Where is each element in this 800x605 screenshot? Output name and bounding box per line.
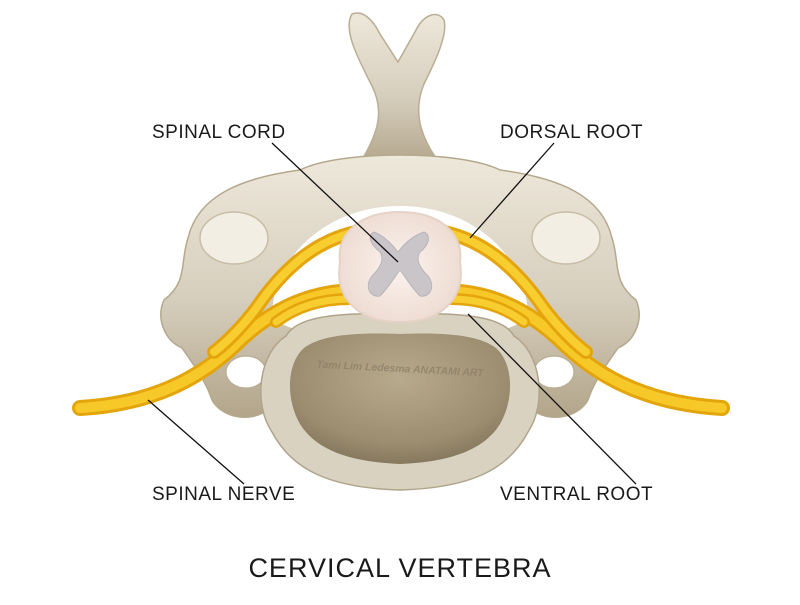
leader-lines: [147, 142, 637, 485]
spinal-nerve-leader: [147, 399, 245, 485]
gray-matter: [367, 231, 433, 297]
right-transverse-foramen: [533, 355, 575, 389]
left-transverse-foramen: [225, 355, 267, 389]
ventral-root-label: VENTRAL ROOT: [500, 484, 654, 505]
spinal-cord-label: SPINAL CORD: [152, 122, 286, 143]
spinous-process: [348, 12, 446, 167]
dorsal-root-leader: [469, 142, 555, 239]
spinal-nerve-label: SPINAL NERVE: [152, 484, 296, 505]
vertebral-body-surface: [289, 333, 511, 464]
left-articular-facet: [199, 211, 269, 265]
ventral-root-leader: [467, 313, 637, 485]
figure-title: CERVICAL VERTEBRA: [248, 553, 552, 583]
spinal-cord: [338, 210, 462, 324]
right-articular-facet: [531, 211, 601, 265]
dorsal-root-label: DORSAL ROOT: [500, 122, 644, 143]
spinal-cord-leader: [271, 142, 399, 263]
